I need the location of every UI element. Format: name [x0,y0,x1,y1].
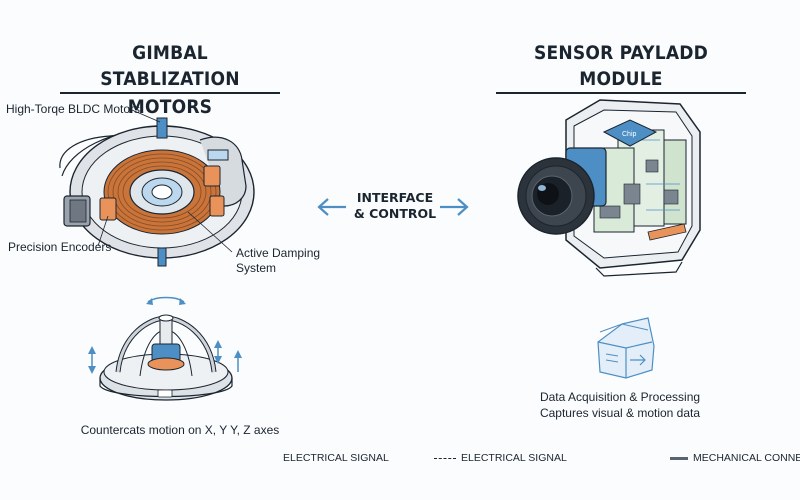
label-interface-control: INTERFACE & CONTROL [353,190,437,221]
sensor-chip [602,119,658,147]
lens-highlight [538,185,546,191]
label-active-damping: Active Damping System [236,246,321,275]
legend-label-1: ELECTRICAL SIGNAL [283,452,389,464]
sensor-title-text: SENSOR PAYLADD MODULE [496,40,746,94]
chip-label: Chip [622,131,637,138]
label-precision-encoders: Precision Encoders [8,240,112,254]
enclosure-foot [595,261,683,277]
motor-outer-bracket [59,134,121,169]
shaft-connector-bottom [157,247,167,267]
encoder-pad-top-right [203,165,221,187]
leader-damping [187,211,233,253]
sensor-section-title: SENSOR PAYLADD MODULE [496,40,746,94]
encoder-pad-left [99,197,117,221]
arrow-left-icon [317,198,346,216]
shaft-connector-top [156,117,168,139]
label-countermotion: Countercats motion on X, Y Y, Z axes [80,423,280,437]
label-bldc-motors: High-Torqe BLDC Motors [6,102,141,116]
legend-mechanical-connection: MECHANICAL CONNECTIO [670,452,800,464]
legend-label-2: ELECTRICAL SIGNAL [461,452,567,464]
label-data-acquisition: Data Acquisition & Processing Captures v… [539,390,701,420]
gimbal-base-tag [157,389,173,398]
legend-label-3: MECHANICAL CONNECTIO [693,452,800,464]
legend-electrical-signal: ELECTRICAL SIGNAL [283,452,389,464]
gimbal-title-line2: MOTORS [127,96,213,118]
connector-block-right [207,149,229,161]
gimbal-section-title: GIMBAL STABLIZATION MOTORS [60,40,280,120]
legend-electrical-signal-dashed: ELECTRICAL SIGNAL [434,452,567,464]
leader-bldc [131,109,161,123]
encoder-pad-right [209,195,225,217]
legend-dashed-swatch [434,457,456,459]
arrow-right-icon [440,198,469,216]
flex-cable [647,223,687,241]
legend-solid-swatch [670,456,688,460]
gimbal-title-line1: GIMBAL STABLIZATION [60,40,280,94]
leader-encoders [97,215,109,247]
